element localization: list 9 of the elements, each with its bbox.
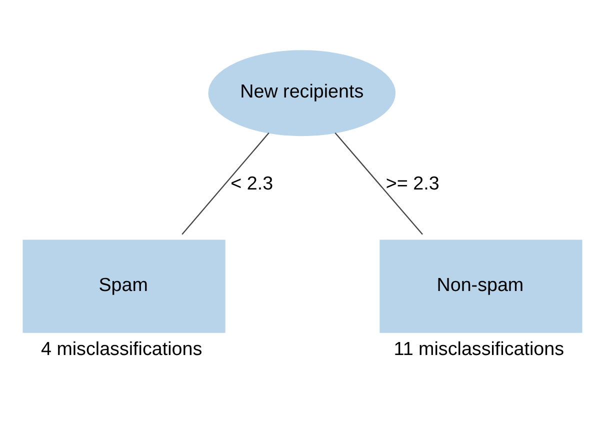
node-label: 11 misclassifications	[394, 338, 564, 359]
node-ellipse: New recipients	[208, 50, 396, 136]
node-box: Spam	[22, 240, 226, 333]
edge-label: < 2.3	[230, 172, 274, 194]
connector	[182, 132, 270, 235]
node-label: 4 misclassifications	[41, 338, 202, 359]
node-box: Non-spam	[380, 240, 582, 333]
connector	[334, 132, 423, 235]
edge-label: >= 2.3	[386, 172, 440, 194]
